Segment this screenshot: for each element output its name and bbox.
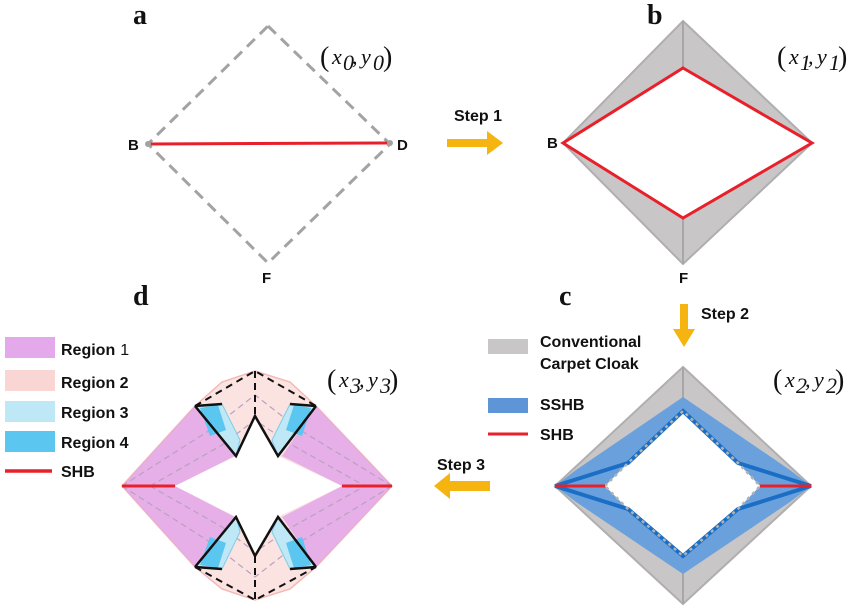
legend-region1-swatch	[5, 337, 55, 358]
svg-text:0: 0	[343, 50, 354, 75]
coord-c: ( x 2 , y 2 )	[773, 365, 844, 398]
panel-c: c Conventional Carpet Cloak SSHB SHB ( x…	[488, 281, 844, 606]
panel-b: b B F ( x 1 , y 1 )	[547, 0, 847, 287]
vertex-f-label-b: F	[679, 270, 688, 287]
svg-text:y: y	[815, 44, 827, 69]
panel-b-label: b	[647, 0, 663, 31]
legend-sshb-label: SSHB	[540, 397, 584, 414]
legend-region4-swatch	[5, 431, 55, 452]
shb-diamond	[560, 66, 815, 220]
legend-region4-label: Region 4	[61, 435, 129, 452]
svg-text:,: ,	[352, 44, 358, 69]
svg-text:1: 1	[800, 50, 811, 75]
region1-wedge-lr	[282, 486, 392, 567]
svg-text:2: 2	[826, 373, 837, 398]
vertex-d-dot	[387, 140, 393, 146]
legend-region2-swatch	[5, 370, 55, 391]
step2-label: Step 2	[701, 306, 749, 323]
cloak-interior-d	[175, 416, 342, 556]
svg-text:3: 3	[349, 373, 361, 398]
step1-arrow: Step 1	[447, 108, 503, 155]
legend-region2-label: Region 2	[61, 375, 129, 392]
svg-text:,: ,	[359, 367, 365, 392]
region4-ul	[200, 405, 226, 436]
svg-text:3: 3	[379, 373, 391, 398]
vertex-f-label: F	[262, 270, 271, 287]
region4-ur	[286, 405, 311, 436]
svg-text:2: 2	[796, 373, 807, 398]
svg-text:x: x	[784, 367, 795, 392]
svg-text:,: ,	[808, 44, 814, 69]
legend-conventional-line1: Conventional	[540, 334, 641, 351]
step2-arrow: Step 2	[673, 304, 749, 347]
svg-text:): )	[838, 42, 847, 73]
step3-label: Step 3	[437, 457, 485, 474]
legend-sshb-swatch	[488, 398, 528, 413]
panel-d-label: d	[133, 281, 149, 312]
sshb-upper	[554, 408, 812, 488]
dotted-reference	[604, 409, 762, 558]
svg-text:): )	[389, 365, 398, 396]
step3-arrow: Step 3	[434, 457, 490, 499]
vertex-b-label: B	[128, 137, 139, 154]
region1-wedge-ur	[282, 406, 392, 486]
region4-ll	[200, 537, 226, 568]
panel-c-label: c	[559, 281, 571, 312]
svg-text:(: (	[773, 365, 782, 396]
panel-a-label: a	[133, 0, 147, 31]
svg-text:y: y	[366, 367, 378, 392]
svg-text:): )	[383, 42, 392, 73]
svg-text:x: x	[331, 44, 342, 69]
svg-text:(: (	[777, 42, 786, 73]
coord-a: ( x 0 , y 0 )	[320, 42, 392, 75]
sshb-lower	[554, 484, 812, 559]
legend-shb-label-c: SHB	[540, 427, 574, 444]
svg-text:): )	[835, 365, 844, 396]
arrow-down-icon	[673, 304, 695, 347]
svg-text:y: y	[359, 44, 371, 69]
dashed-outline-bottom	[194, 566, 317, 602]
dashed-square-outline	[145, 23, 393, 266]
legend-region3-label: Region 3	[61, 405, 129, 422]
vertex-b-dot	[145, 141, 151, 147]
svg-text:y: y	[812, 367, 824, 392]
step1-label: Step 1	[454, 108, 502, 125]
coord-b: ( x 1 , y 1 )	[777, 42, 847, 75]
legend-shb-label-d: SHB	[61, 464, 95, 481]
svg-text:(: (	[327, 365, 336, 396]
region4-lr	[286, 537, 311, 568]
inner-boundary	[194, 402, 317, 571]
coord-d: ( x 3 , y 3 )	[327, 365, 398, 398]
svg-text:,: ,	[805, 367, 811, 392]
svg-text:x: x	[788, 44, 799, 69]
svg-text:x: x	[338, 367, 349, 392]
legend-region3-swatch	[5, 401, 55, 422]
svg-text:(: (	[320, 42, 329, 73]
shb-line	[147, 141, 391, 146]
svg-text:0: 0	[373, 50, 384, 75]
legend-conventional-swatch	[488, 339, 528, 354]
vertex-d-label: D	[397, 137, 408, 154]
arrow-right-icon	[447, 131, 503, 155]
legend-conventional-line2: Carpet Cloak	[540, 356, 639, 373]
vertex-b-label-b: B	[547, 135, 558, 152]
arrow-left-icon	[434, 473, 490, 499]
panel-a: a B D F ( x 0 , y 0 )	[128, 0, 408, 287]
svg-text:1: 1	[829, 50, 840, 75]
